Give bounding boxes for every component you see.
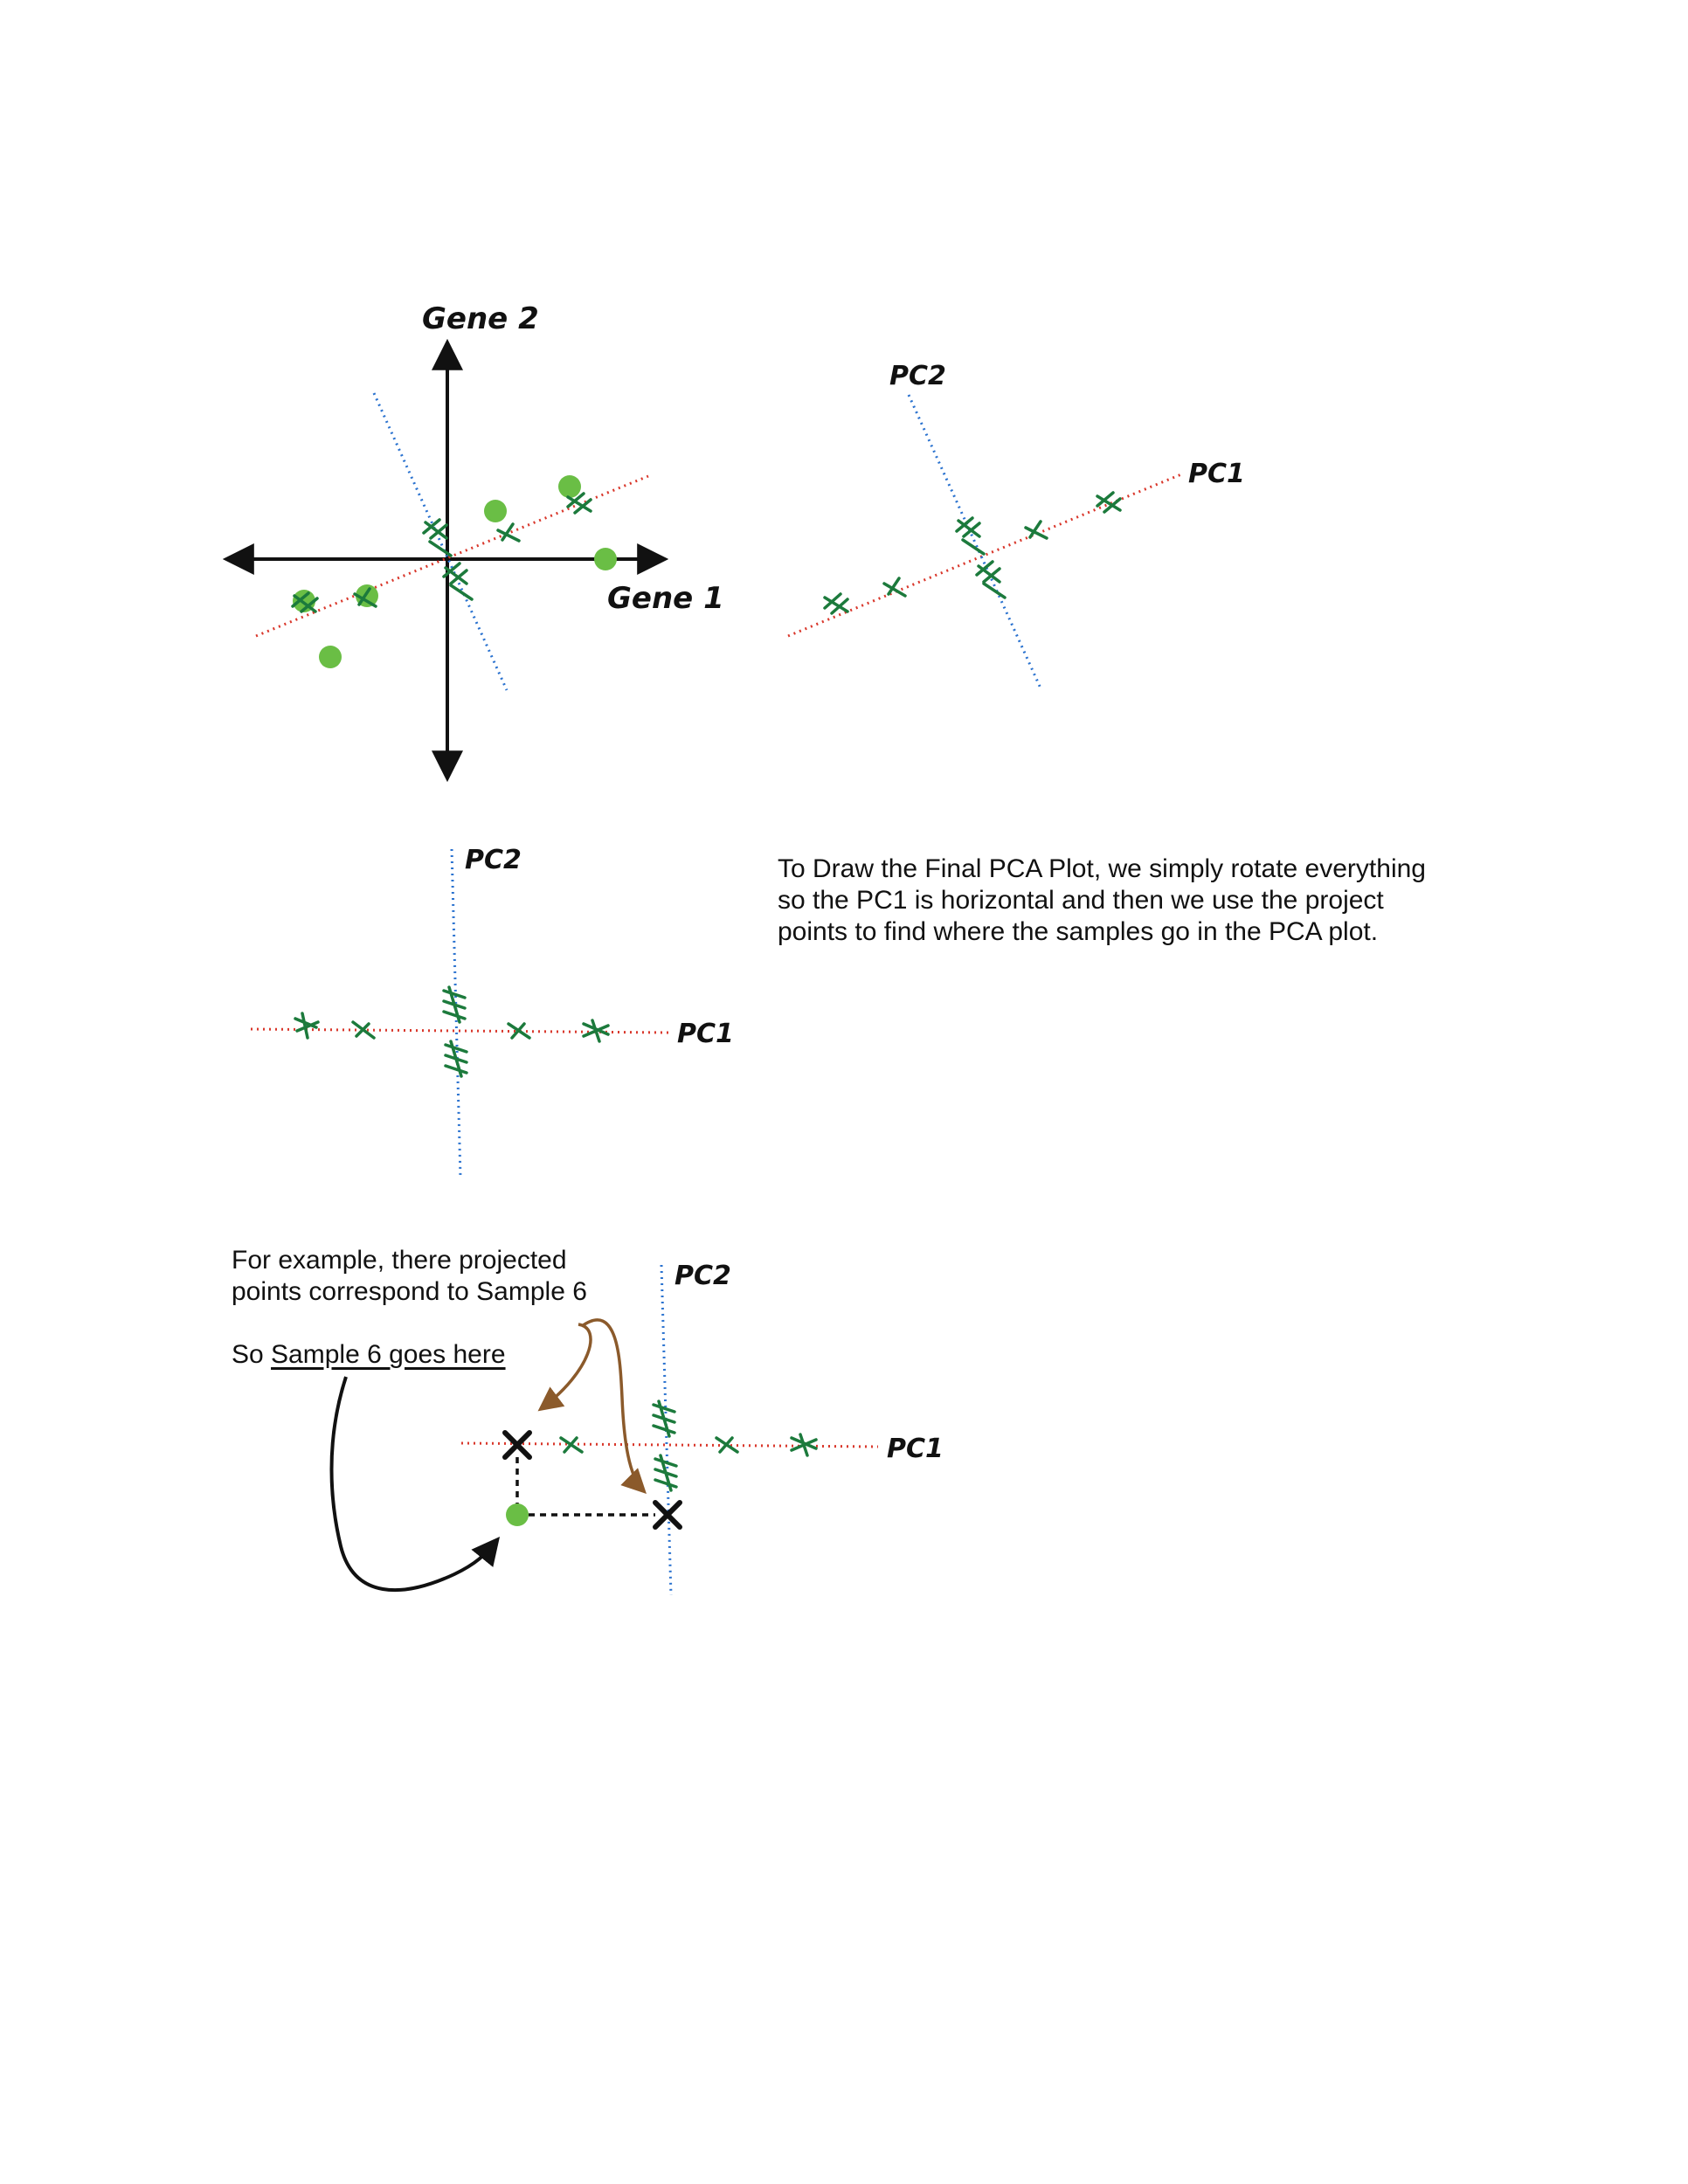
pc1-line [250,1027,669,1034]
gene2-axis-label: Gene 2 [422,301,539,336]
projection-marks [559,1400,818,1492]
panel-rotated-pcs: PC2 PC1 [250,845,734,1178]
projection-mark [444,1040,468,1078]
sample6-projection-x-on-pc2 [653,1500,682,1530]
sample6-projection-x-on-pc1 [502,1430,532,1460]
example-line-2: points correspond to Sample 6 [232,1277,587,1306]
projection-mark [442,985,467,1024]
projection-mark [975,560,1007,599]
pc2-axis-label: PC2 [889,361,946,391]
projection-mark [1024,520,1048,540]
projection-mark [559,1436,584,1454]
example-line-3-prefix: So [232,1340,272,1369]
projection-mark [823,592,849,615]
brown-arrow-to-pc1-projection [537,1323,592,1412]
panel-gene-axes: Gene 2 Gene 1 [222,301,724,783]
projection-mark [582,1019,610,1043]
projection-marks [294,985,610,1078]
projection-marks [823,491,1122,615]
projection-mark [496,522,521,543]
pc1-line [460,1441,879,1448]
pc2-line [907,394,1043,691]
brown-arrow-to-pc2-projection [580,1318,647,1494]
projection-mark [422,518,453,557]
projection-mark [294,1012,320,1040]
projection-marks [291,492,592,613]
sample6-goes-here-text: Sample 6 goes here [271,1340,506,1369]
panel-pc-lines: PC2 PC1 [787,361,1245,691]
sample-point [319,646,342,668]
projection-mark [351,1020,376,1040]
projection-mark [507,1022,531,1040]
pc1-axis-label: PC1 [677,1019,734,1049]
projection-mark [790,1433,818,1457]
projection-mark [566,492,592,515]
projection-mark [353,587,377,608]
pc1-axis-label: PC1 [1188,459,1245,489]
example-line-1: For example, there projected [232,1246,567,1275]
gene1-axis-label: Gene 1 [607,581,724,616]
sample-point [484,500,507,522]
projection-mark [715,1436,739,1454]
projection-mark [1096,491,1122,514]
projection-mark [882,577,907,598]
pc2-axis-label: PC2 [465,845,522,875]
example-text-block: For example, there projected points corr… [232,1245,633,1371]
projection-mark [654,1454,678,1492]
projection-mark [652,1400,676,1438]
sample-points [293,475,617,668]
sample-point [594,548,617,570]
panel-sample6-example: PC2 PC1 [329,1261,944,1596]
projection-mark [442,562,474,601]
explanation-text: To Draw the Final PCA Plot, we simply ro… [778,854,1426,946]
projection-mark [291,591,319,613]
projection-mark [955,516,986,556]
pc2-line [372,392,508,691]
pc1-axis-label: PC1 [887,1434,944,1464]
pc2-axis-label: PC2 [675,1261,731,1291]
sample6-point [506,1503,529,1526]
example-line-3: So Sample 6 goes here [232,1339,633,1371]
sample-point [558,475,581,498]
curved-arrow-to-sample6 [329,1376,501,1593]
